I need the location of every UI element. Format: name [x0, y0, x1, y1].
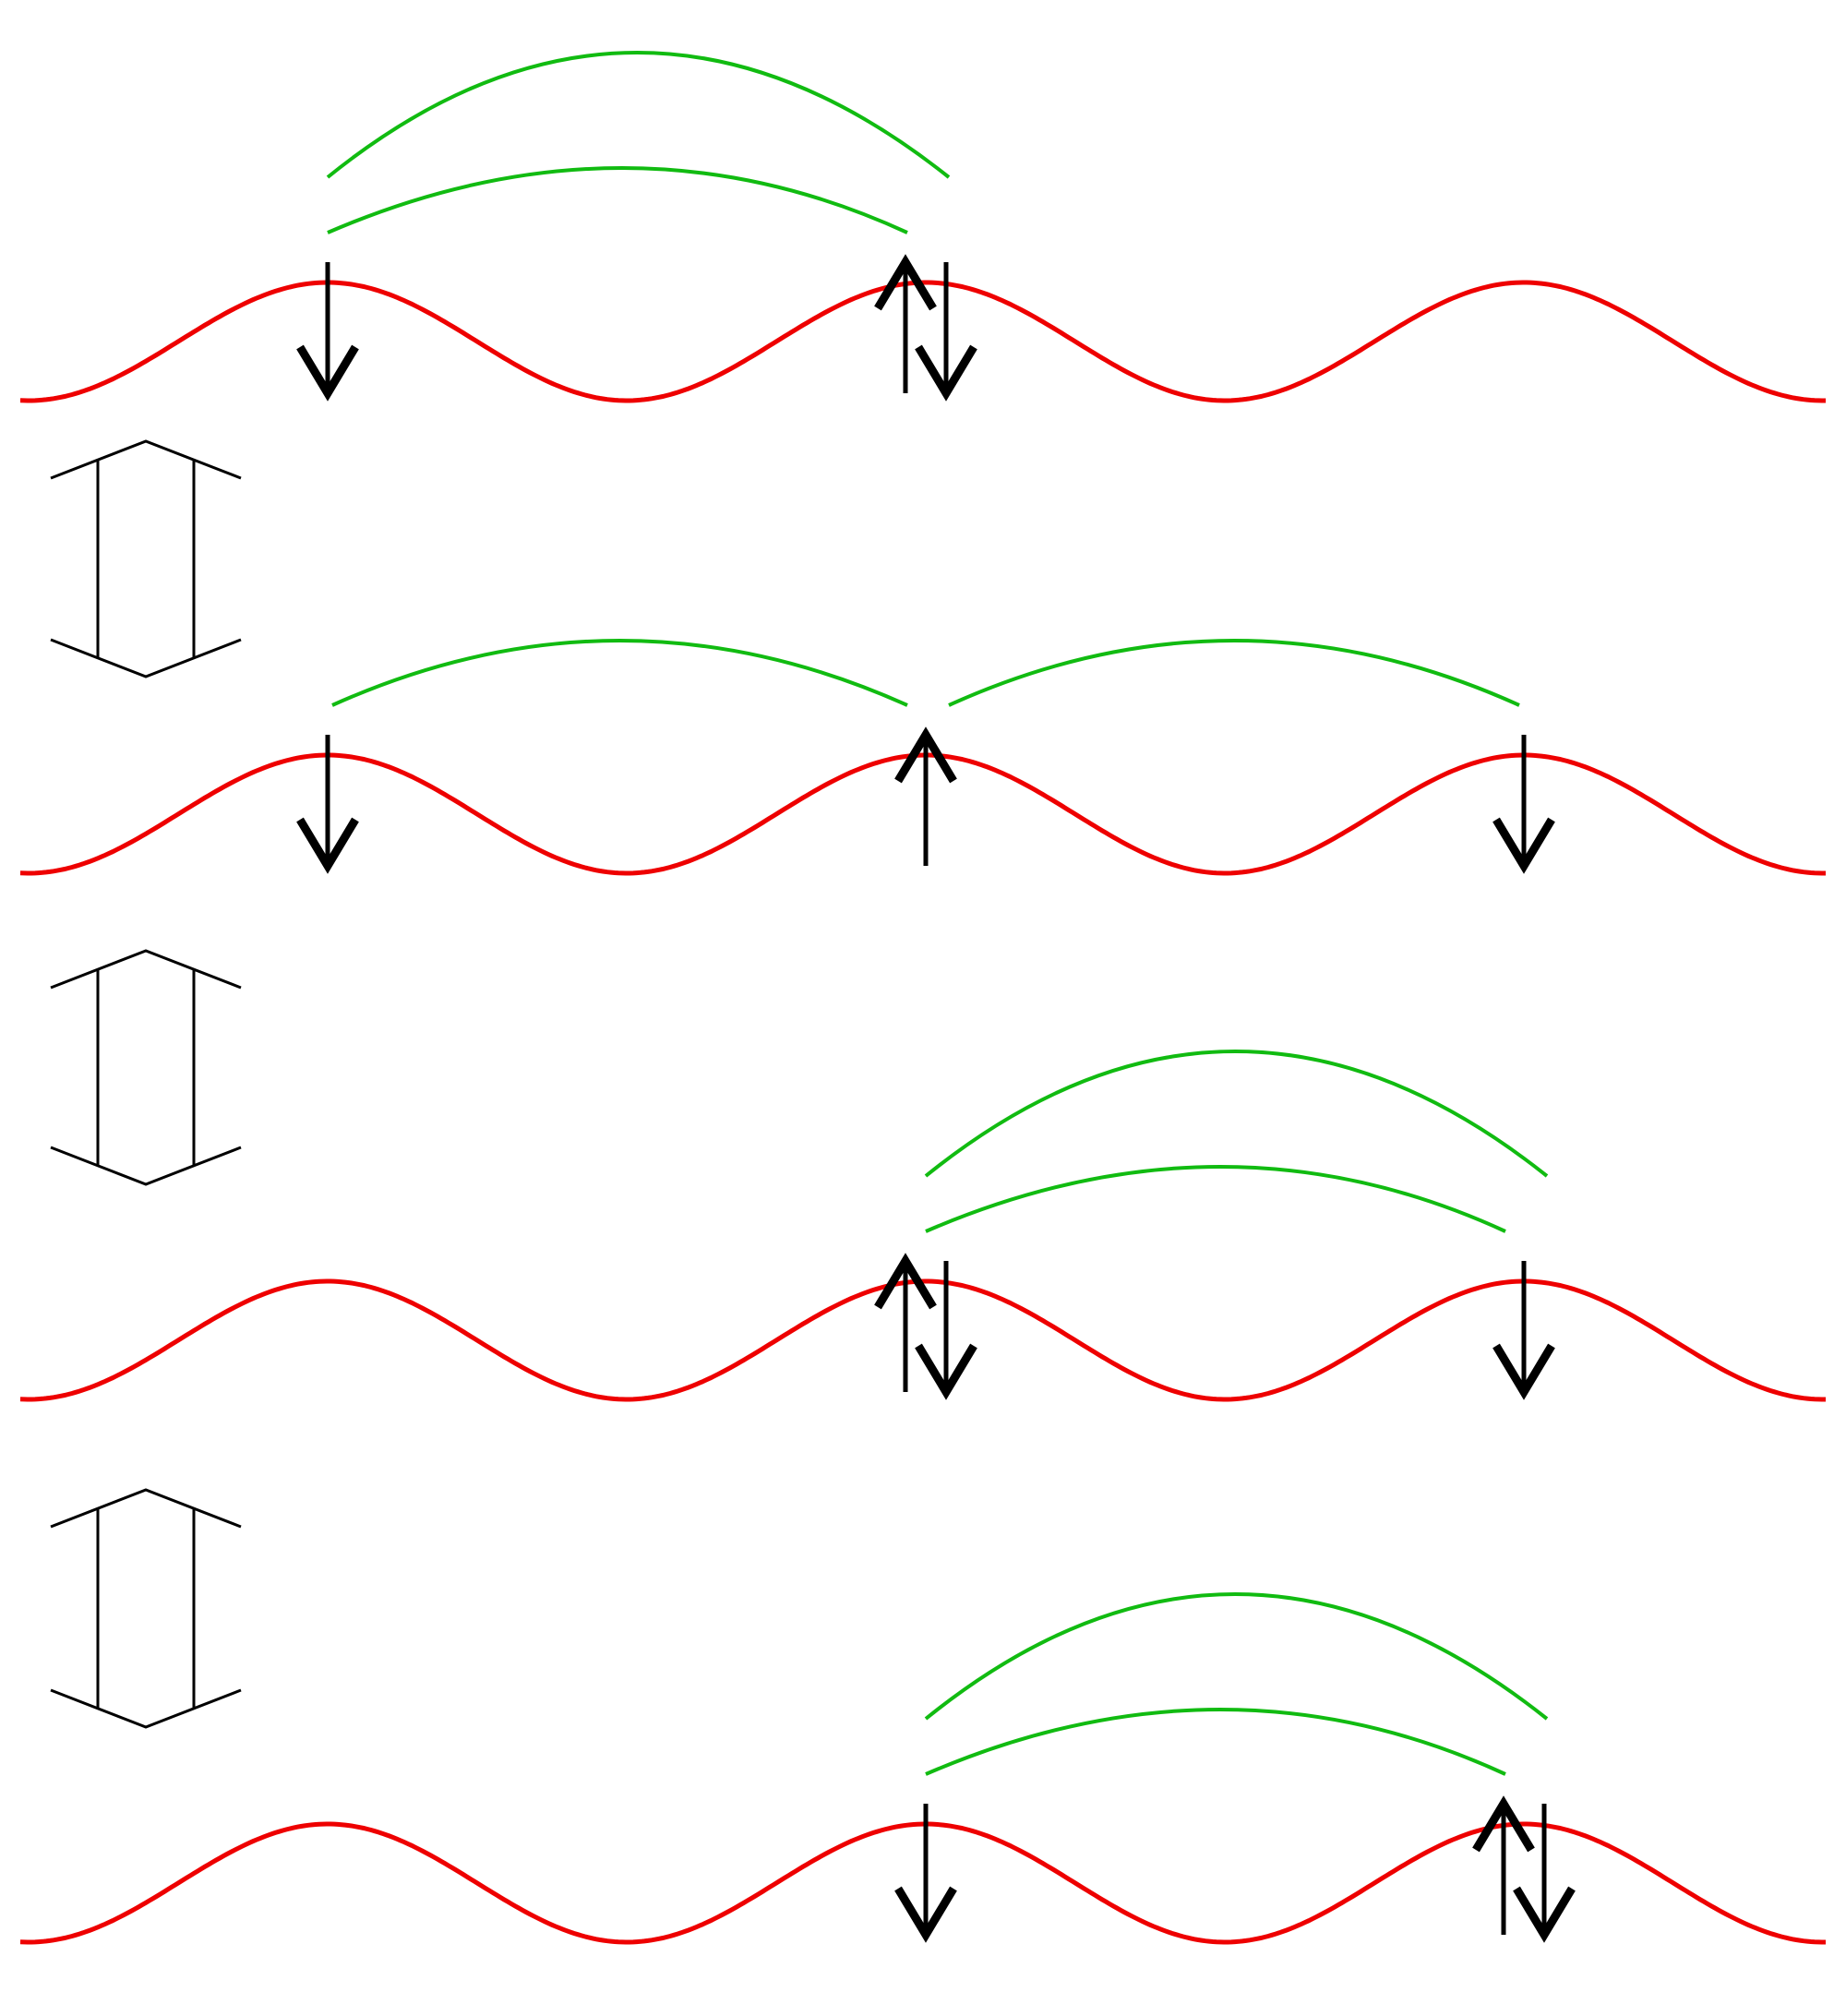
resonance-arrow-icon-3	[50, 1488, 242, 1729]
panel-1-spin-down-site-1-0	[296, 262, 359, 402]
panel-2-bond-0	[331, 639, 908, 707]
panel-4-bond-0-lower	[925, 1708, 1506, 1776]
panel-2-spin-up-site-2-1	[894, 726, 957, 866]
panel-2-bond-1	[948, 639, 1520, 707]
resonance-layer	[50, 439, 242, 1729]
panel-4-lattice-wave	[19, 1821, 1826, 1945]
panel-3-spin-down-site-3-2	[1492, 1261, 1555, 1400]
panel-1-bond-0-upper	[326, 51, 951, 179]
panel-4-spin-up-site-3-1	[1472, 1795, 1535, 1935]
panel-3-spin-up-site-2-0	[874, 1253, 937, 1392]
panel-4-bond-0-upper	[924, 1592, 1549, 1721]
resonance-arrow-icon-1	[50, 439, 242, 678]
panel-4-spin-down-site-2-0	[894, 1804, 957, 1943]
panel-1-bond-0-lower	[327, 166, 908, 234]
spin-layer	[296, 254, 1576, 1943]
panel-3-bond-0-upper	[924, 1050, 1549, 1178]
panel-4-spin-down-site-3-2	[1513, 1804, 1576, 1943]
bond-layer	[326, 51, 1549, 1776]
panel-3-bond-0-lower	[925, 1165, 1506, 1233]
panel-3-spin-down-site-2-1	[915, 1261, 977, 1400]
panel-2-spin-down-site-3-2	[1492, 735, 1555, 874]
panel-2-spin-down-site-1-0	[296, 735, 359, 874]
panel-1-lattice-wave	[19, 280, 1826, 403]
panel-1-spin-down-site-2-2	[915, 262, 977, 402]
panel-1-spin-up-site-2-1	[874, 254, 937, 393]
resonance-arrow-icon-2	[50, 949, 242, 1186]
